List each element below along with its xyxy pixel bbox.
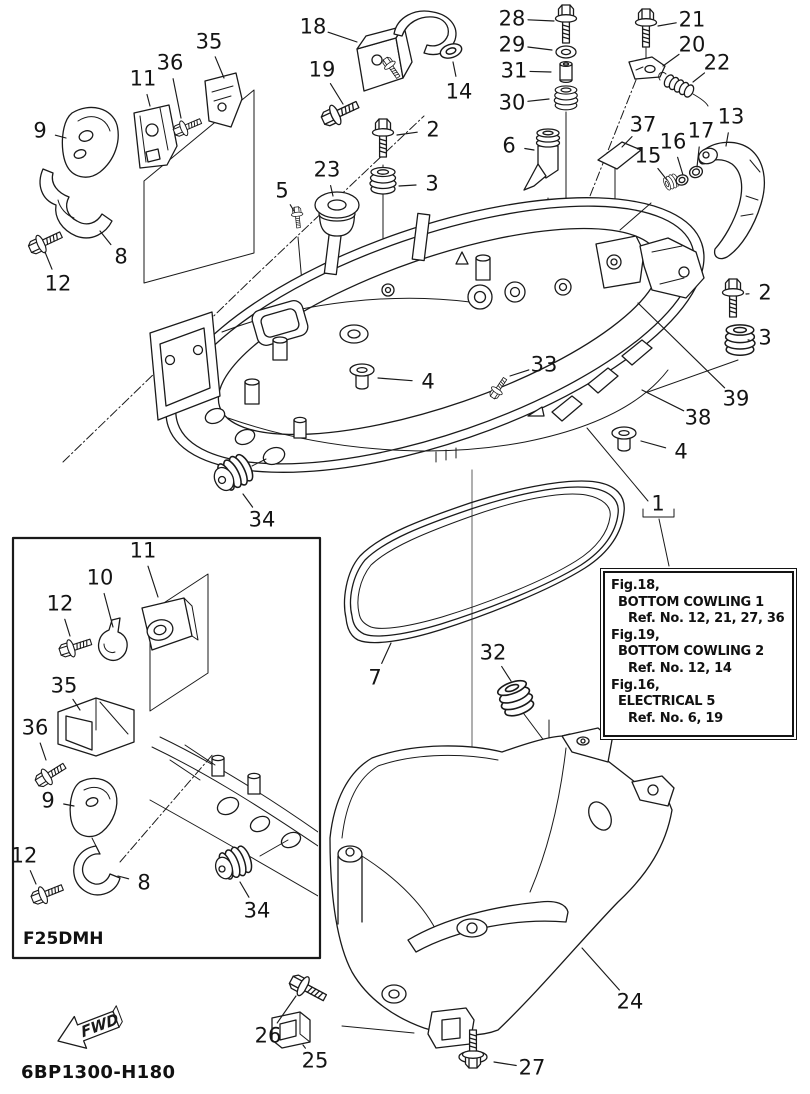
fwd-arrow-label: FWD [79, 1010, 120, 1042]
inset-part-8-clamp-drawing [73, 837, 121, 896]
part-23-grommet-drawing [314, 191, 360, 237]
ref-box-line: Fig.19, [611, 627, 660, 643]
part-28-bolt-drawing [554, 4, 578, 44]
part-30-grommet-drawing [553, 85, 579, 111]
part-9-seal-drawing [61, 106, 119, 178]
part-4b-grommet-drawing [611, 426, 637, 452]
part-29-washer-drawing [555, 45, 577, 59]
inset-part-12b-bolt-drawing [28, 878, 67, 909]
figure-code: 6BP1300-H180 [21, 1062, 176, 1083]
part-24-lower-cowling-drawing [329, 727, 675, 1049]
part-4a-grommet-drawing [349, 363, 375, 390]
inset-part-10-hook-drawing [97, 617, 128, 662]
part-25-clip-drawing [271, 1011, 415, 1049]
ref-box-line: BOTTOM COWLING 1 [618, 594, 764, 610]
part-13-latch-drawing [619, 141, 765, 260]
part-21-bolt-drawing [634, 8, 658, 48]
part-17-ring-drawing [688, 165, 704, 179]
inset-box [11, 536, 322, 960]
model-variant-label: F25DMH [23, 929, 104, 949]
part-22-spring-drawing [658, 71, 709, 107]
part-3-grommet-drawing [369, 166, 397, 195]
inset-part-11-mount-drawing [141, 597, 199, 651]
part-6-part-drawing [523, 128, 561, 191]
part-20-plate-drawing [628, 56, 666, 80]
part-16-ring-drawing [675, 174, 689, 186]
part-8-clamp-drawing [39, 168, 113, 239]
bottom-cowling-top-view [149, 197, 705, 473]
ref-box-line: ELECTRICAL 5 [618, 694, 716, 710]
part-26-bolt-drawing [285, 969, 331, 1008]
inset-part-34-plug-drawing [214, 839, 289, 883]
ref-box-line: Ref. No. 6, 19 [628, 710, 723, 726]
part-2b-bolt-drawing [721, 278, 745, 318]
part-18-bracket-drawing [356, 10, 457, 92]
leader-lines [29, 19, 750, 1067]
callout-1-bracket [586, 427, 675, 567]
ref-box-line: BOTTOM COWLING 2 [618, 644, 764, 660]
part-27-bolt-drawing [458, 1029, 488, 1069]
part-37-tag-drawing [597, 141, 642, 170]
part-34-plug-drawing [213, 450, 267, 495]
ref-box-line: Fig.16, [611, 677, 660, 693]
part-3b-grommet-drawing [724, 324, 756, 357]
fwd-arrow: FWD [57, 1005, 123, 1049]
part-11-plate-drawing [133, 104, 178, 169]
part-7-gasket-drawing [343, 480, 625, 644]
inset-part-36-bolt-drawing [31, 757, 70, 792]
inset-part-9-seal-drawing [69, 777, 118, 838]
part-32-grommet-drawing [493, 676, 538, 721]
part-31-spacer-drawing [559, 60, 573, 84]
part-2-bolt-drawing [371, 118, 395, 158]
ref-box-line: Fig.18, [611, 578, 660, 593]
ref-box-line: Ref. No. 12, 14 [628, 660, 732, 676]
inset-part-12-bolt-drawing [56, 632, 95, 661]
inset-cowling-fragment [149, 736, 318, 897]
inset-part-35-duct-drawing [57, 697, 135, 757]
ref-box-line: Ref. No. 12, 21, 27, 36 [628, 611, 785, 627]
part-35-bracket-drawing [204, 72, 243, 128]
